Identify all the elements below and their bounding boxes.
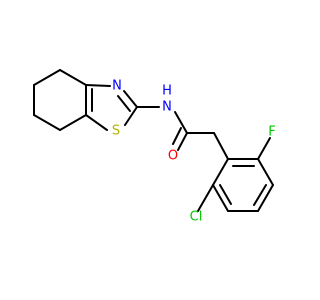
molecule-canvas: N S N H O Cl F: [33, 69, 276, 225]
atom-o-label: O: [168, 149, 178, 164]
structure-drawing: N S N H O Cl F: [33, 69, 276, 225]
bond-c2-f: [257, 137, 271, 160]
bond-carbonyl-o-double: [172, 127, 182, 145]
atom-cl-label: Cl: [190, 210, 203, 225]
atom-f: F: [268, 125, 275, 140]
bond-c6-c1: [212, 158, 229, 186]
bond-carbonyl-o: [177, 132, 188, 151]
atom-n-ring-label: N: [112, 79, 122, 94]
bond-n3-c2-double: [117, 95, 131, 112]
atom-f-label: F: [268, 125, 275, 140]
bond-c2-c3: [257, 158, 274, 186]
atom-s-ring-label: S: [112, 124, 120, 139]
bond-ch2-c1: [213, 132, 229, 160]
bond-c2-s1: [124, 106, 138, 126]
bond-nh-carbonyl: [174, 111, 188, 134]
bond-c3-c4: [257, 184, 274, 212]
bond-c7-c7a-ring: [33, 114, 61, 131]
bond-c3a-n3: [85, 84, 111, 87]
bond-c6-cl: [197, 184, 214, 212]
atom-o: O: [168, 149, 178, 164]
atom-nh: N H: [162, 84, 172, 115]
bond-c4-c5: [59, 69, 87, 86]
atom-n-ring: N: [112, 79, 122, 94]
atom-s-ring: S: [112, 124, 120, 139]
atom-h-label: H: [162, 84, 172, 99]
atom-nh-label: N: [162, 100, 172, 115]
bond-c5-c6: [33, 69, 61, 86]
atom-cl: Cl: [190, 210, 203, 225]
bond-s1-c7a: [85, 114, 108, 131]
bond-c7-ring-end: [59, 114, 87, 131]
bond-inner-2: [253, 184, 267, 206]
bond-c5-c6: [212, 184, 229, 212]
bond-n3-c2: [123, 90, 138, 108]
bond-inner-3: [219, 184, 232, 205]
